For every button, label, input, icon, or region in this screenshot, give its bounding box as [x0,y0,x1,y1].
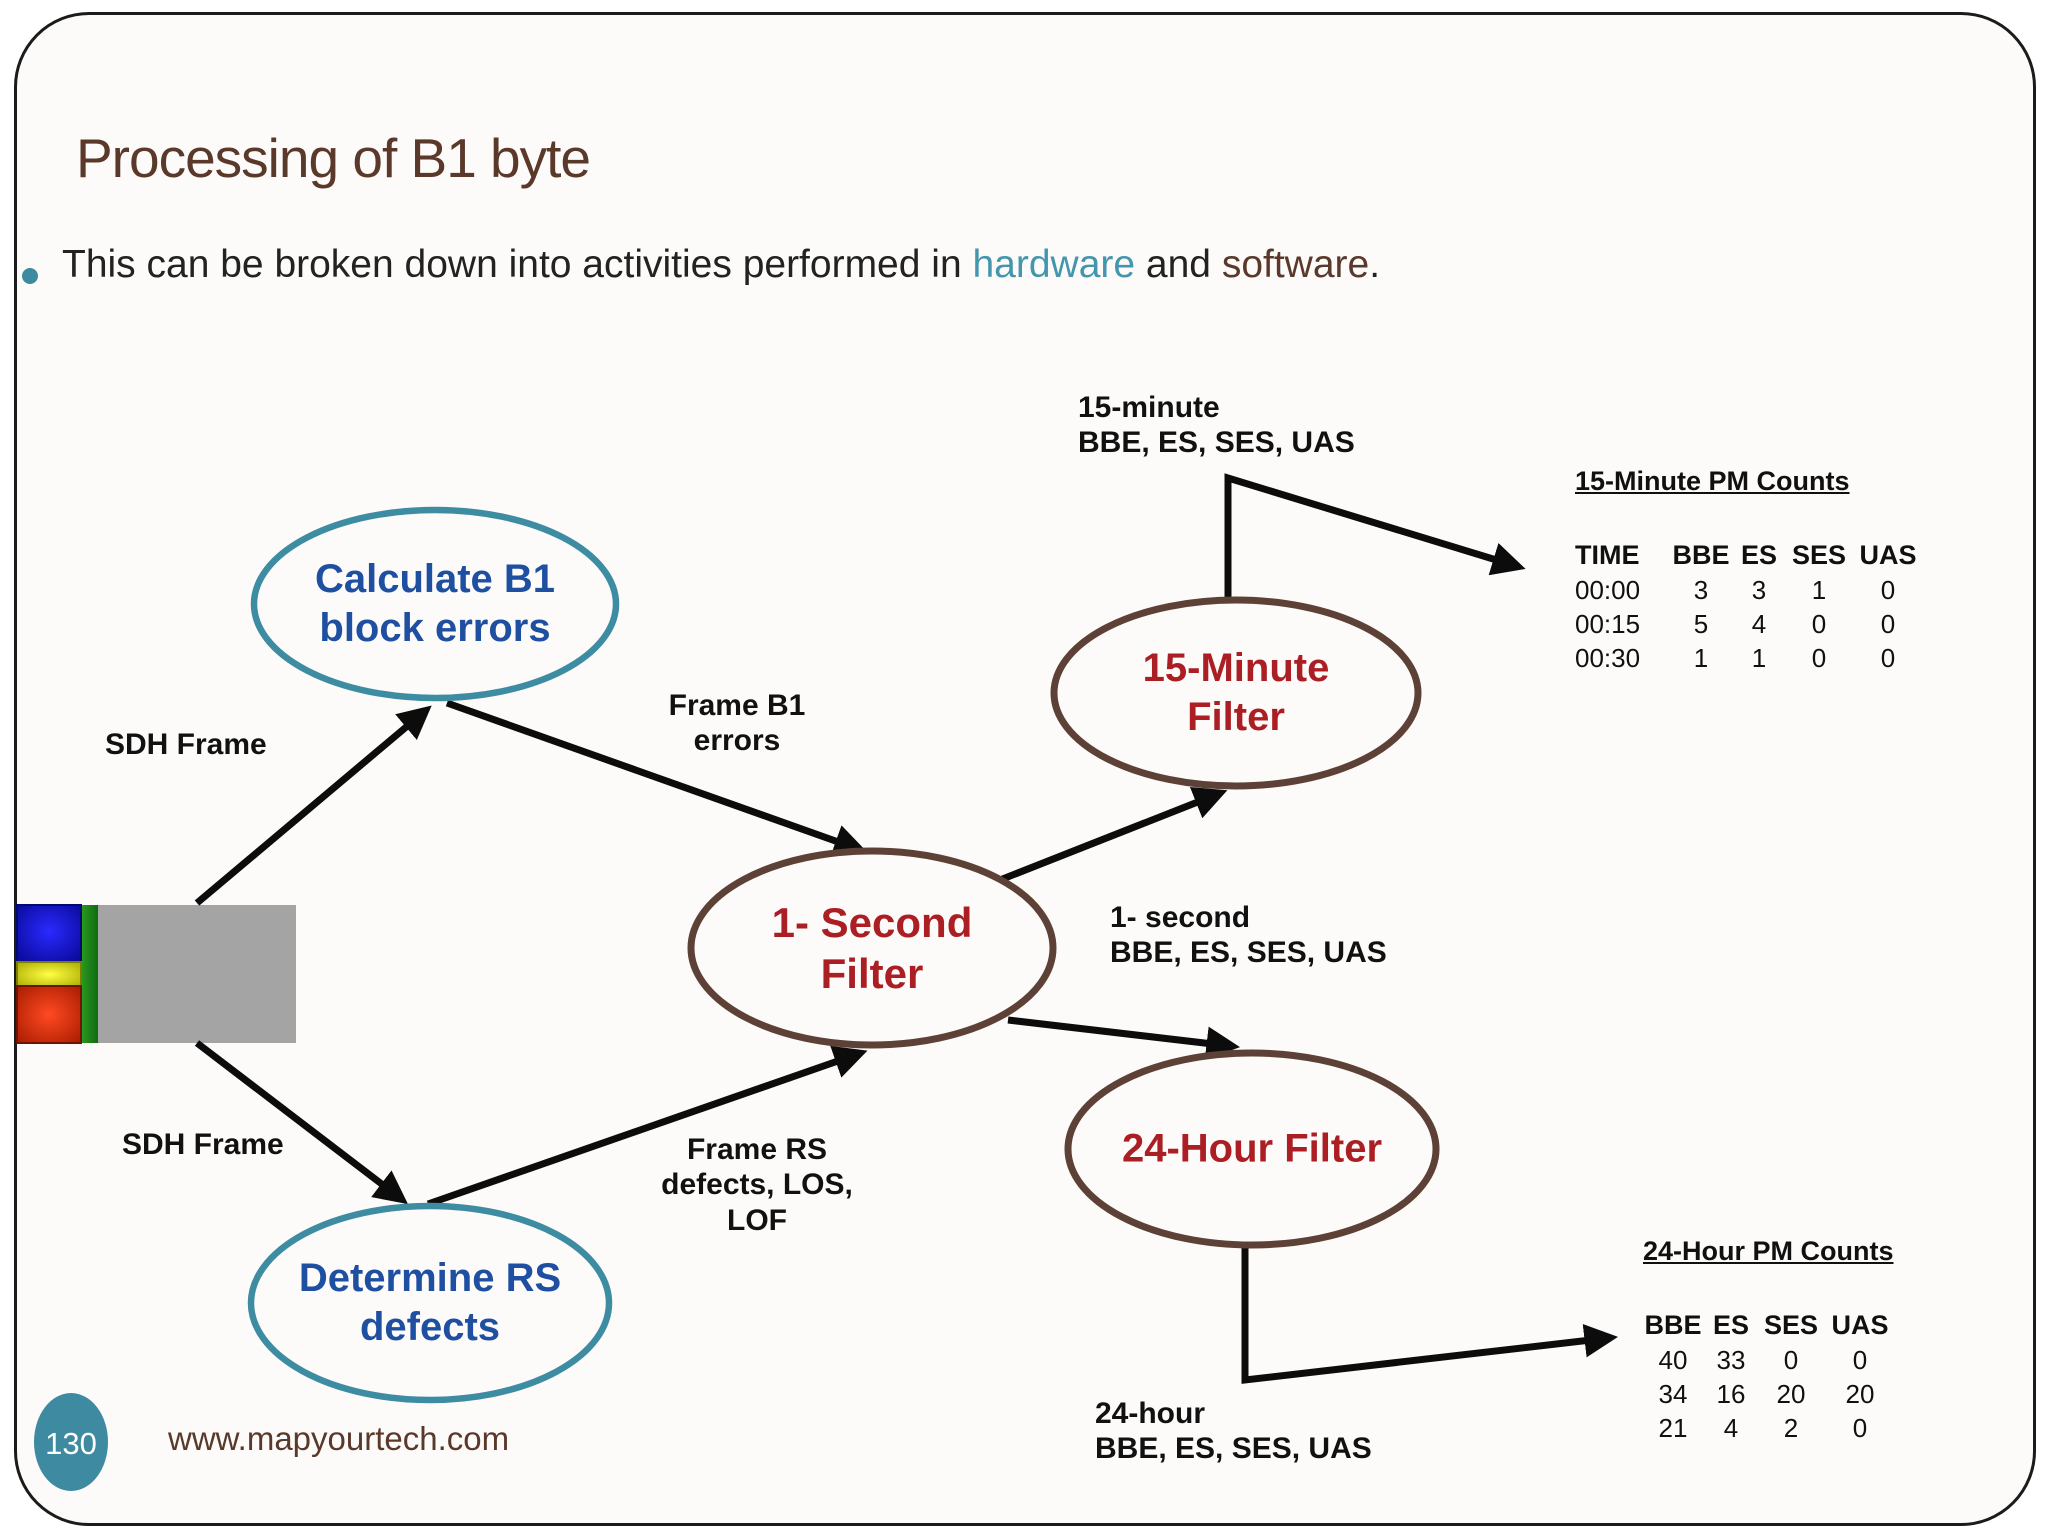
pm24-table-grid: BBE ES SES UAS 40 33 0 0 34 16 20 20 21 … [1643,1307,1897,1445]
bullet-period: . [1369,243,1381,286]
pm24-cell: 20 [1776,1379,1806,1409]
pm15-cell: 1 [1751,643,1767,673]
page-title: Processing of B1 byte [76,127,591,189]
node-label-1sec: 1- Second Filter [771,898,973,997]
pm24-cell: 20 [1845,1379,1875,1409]
pm15-cell: 00:00 [1575,575,1641,605]
pm15-header-es: ES [1740,540,1778,570]
pm24-cell: 21 [1658,1413,1688,1443]
node-ellipse-det-rs [247,1202,613,1404]
node-ellipse-15min [1050,596,1422,790]
arrow-1sec-to-24hr [1007,1016,1241,1060]
pm15-header-time: TIME [1575,540,1640,570]
arrow-15min-to-table [1224,473,1526,600]
pm24-cell: 34 [1658,1379,1688,1409]
sdh-payload-rect [98,905,296,1043]
pm24-cell: 0 [1783,1345,1799,1375]
pm15-cell: 1 [1693,643,1709,673]
pm15-cell: 4 [1751,609,1767,639]
pm15-cell: 3 [1751,575,1767,605]
node-ellipse-24hr [1064,1049,1440,1249]
website-label: www.mapyourtech.com [168,1420,510,1457]
node-label-15min: 15-Minute Filter [1142,646,1330,739]
bullet-prefix: This can be broken down into activities … [62,243,973,286]
pm24-cell: 0 [1852,1345,1868,1375]
node-ellipse-calc-b1 [250,506,620,702]
arrows [194,473,1619,1384]
pm15-cell: 00:30 [1575,643,1641,673]
page-number-badge [34,1393,108,1491]
pm15-cell: 0 [1880,575,1896,605]
pm24-cell: 33 [1716,1345,1746,1375]
pm15-table-grid: TIME BBE ES SES UAS 00:00 3 3 1 0 00:15 … [1575,537,1924,675]
pm15-cell: 0 [1880,609,1896,639]
pm15-header-ses: SES [1791,540,1847,570]
pm15-header-uas: UAS [1859,540,1917,570]
word-hardware: hardware [972,243,1136,286]
bullet-and: and [1135,243,1222,286]
pm24-cell: 16 [1716,1379,1746,1409]
arrow-calcb1-to-1sec [445,699,868,857]
node-label-calc-b1: Calculate B1 block errors [314,557,556,650]
sdh-frame-graphic [16,904,296,1044]
pm15-cell: 00:15 [1575,609,1641,639]
arrow-1sec-to-15min [998,787,1228,884]
node-label-24hr: 24-Hour Filter [1121,1126,1383,1171]
bullet-icon [22,268,38,284]
page-number: 130 [45,1426,97,1461]
pm24-cell: 2 [1783,1413,1799,1443]
label-frame-rs-defects: Frame RS defects, LOS, LOF [661,1133,853,1237]
pm15-cell: 1 [1811,575,1827,605]
pm24-table: 24-Hour PM Counts BBE ES SES UAS 40 33 0… [1643,1236,1897,1445]
node-label-det-rs: Determine RS defects [298,1256,562,1349]
pm15-header-bbe: BBE [1672,540,1730,570]
label-15min-output: 15-minute BBE, ES, SES, UAS [1078,391,1355,460]
sdh-green-strip [81,905,98,1043]
label-sdh-frame-top: SDH Frame [105,728,267,761]
pm15-cell: 3 [1693,575,1709,605]
sdh-blue-block [16,904,82,964]
pm15-cell: 0 [1880,643,1896,673]
arrow-24hr-to-table [1241,1243,1619,1384]
pm15-table-title: 15-Minute PM Counts [1575,466,1850,496]
node-ellipse-1sec [687,847,1057,1049]
pm15-cell: 0 [1811,609,1827,639]
label-1sec-output: 1- second BBE, ES, SES, UAS [1110,901,1387,970]
arrow-detrs-to-1sec [426,1045,868,1208]
pm24-header-uas: UAS [1831,1310,1889,1340]
arrow-sdh-to-detrs [194,1040,409,1205]
bullet-sentence: This can be broken down into activities … [62,243,1380,287]
pm24-table-title: 24-Hour PM Counts [1643,1236,1894,1266]
pm24-header-bbe: BBE [1644,1310,1702,1340]
pm15-cell: 0 [1811,643,1827,673]
pm24-cell: 0 [1852,1413,1868,1443]
pm24-header-ses: SES [1763,1310,1819,1340]
label-24hr-output: 24-hour BBE, ES, SES, UAS [1095,1397,1372,1466]
pm24-header-es: ES [1712,1310,1750,1340]
sdh-yellow-block [16,961,82,988]
pm24-cell: 4 [1723,1413,1739,1443]
arrow-sdh-to-calcb1 [194,705,432,906]
pm15-table: 15-Minute PM Counts TIME BBE ES SES UAS … [1575,466,1924,675]
pm24-cell: 40 [1658,1345,1688,1375]
word-software: software [1221,243,1370,286]
label-sdh-frame-bottom: SDH Frame [122,1128,284,1161]
sdh-red-block [16,985,82,1044]
pm15-cell: 5 [1693,609,1709,639]
label-frame-b1-errors: Frame B1 errors [668,689,806,758]
